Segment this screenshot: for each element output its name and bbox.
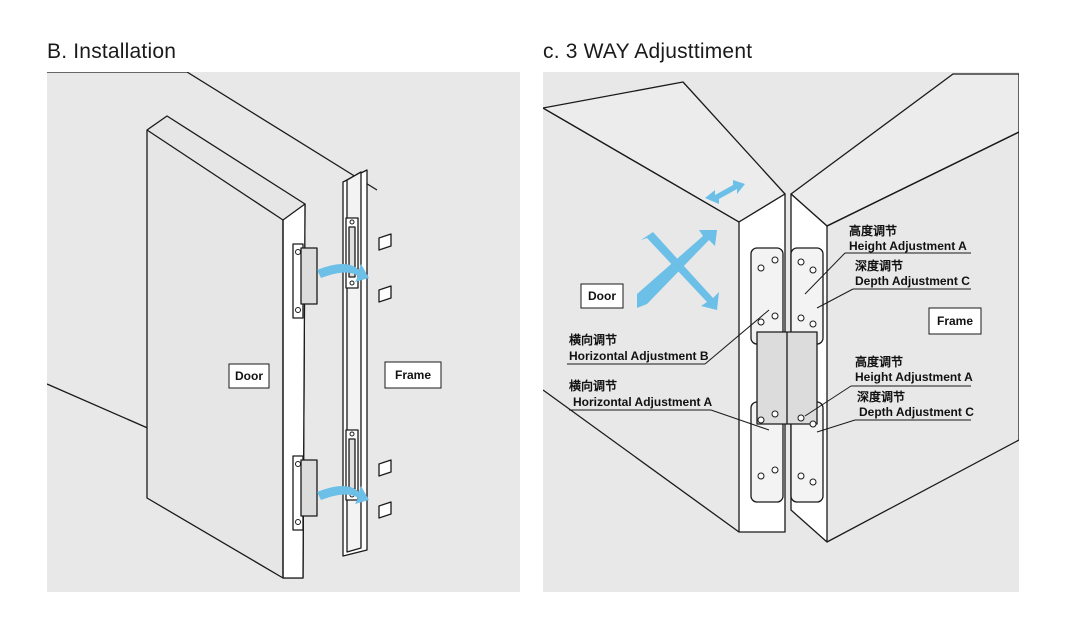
callout-horizontal-a-en: Horizontal Adjustment A bbox=[573, 395, 712, 409]
callout-depth-c-mid-en: Depth Adjustment C bbox=[859, 405, 974, 419]
adjustment-arrows bbox=[637, 180, 745, 310]
installation-panel: Door Frame bbox=[47, 72, 520, 592]
callout-height-a-mid-en: Height Adjustment A bbox=[855, 370, 973, 384]
callout-horizontal-b-cn: 横向调节 bbox=[569, 332, 617, 347]
callout-depth-c-top-en: Depth Adjustment C bbox=[855, 274, 970, 288]
cross-arrow-b bbox=[637, 230, 717, 308]
installation-diagram: Door Frame bbox=[47, 72, 442, 579]
insert-arrow-top bbox=[317, 264, 369, 282]
adjustment-diagram: 高度调节 Height Adjustment A 深度调节 Depth Adju… bbox=[543, 73, 1019, 543]
callout-horizontal-a-cn: 横向调节 bbox=[569, 378, 617, 393]
adjustment-door-label: Door bbox=[588, 289, 616, 303]
adjustment-panel: 高度调节 Height Adjustment A 深度调节 Depth Adju… bbox=[543, 72, 1019, 592]
callout-horizontal-b-en: Horizontal Adjustment B bbox=[569, 349, 709, 363]
callout-height-a-top-en: Height Adjustment A bbox=[849, 239, 967, 253]
callout-depth-c-top-cn: 深度调节 bbox=[855, 258, 903, 273]
adjustment-frame-label: Frame bbox=[937, 314, 973, 328]
callout-depth-c-mid-cn: 深度调节 bbox=[857, 389, 905, 404]
cross-arrow-a bbox=[641, 232, 719, 310]
adjustment-title: c. 3 WAY Adjusttiment bbox=[543, 40, 753, 63]
insert-arrow-bottom bbox=[317, 486, 369, 504]
callout-height-a-mid-cn: 高度调节 bbox=[855, 354, 903, 369]
depth-arrow bbox=[705, 180, 745, 204]
door-label: Door bbox=[235, 369, 263, 383]
frame-label: Frame bbox=[395, 368, 431, 382]
installation-title: B. Installation bbox=[47, 40, 177, 63]
callout-height-a-top-cn: 高度调节 bbox=[849, 223, 897, 238]
